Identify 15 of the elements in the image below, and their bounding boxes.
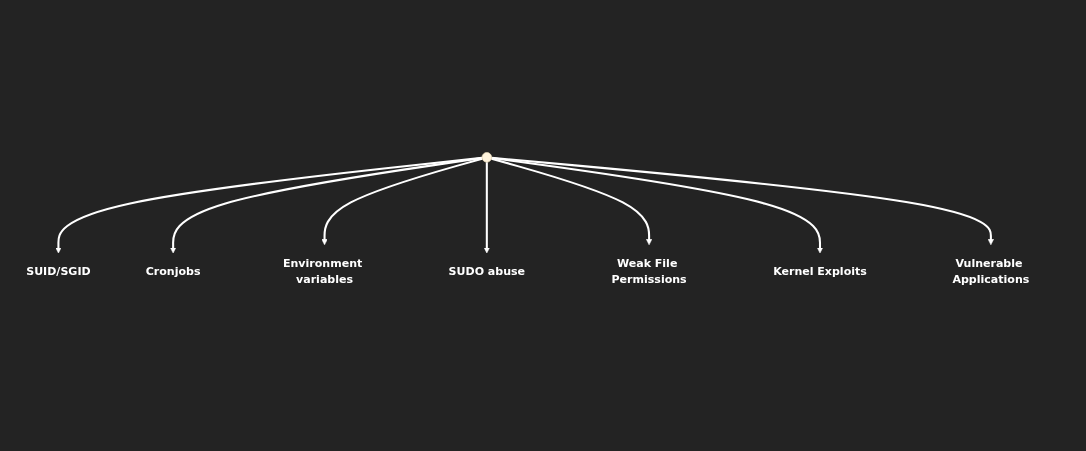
node-text: Weak File Permissions [611, 256, 687, 287]
arrow [170, 156, 483, 254]
node-text: SUID/SGID [26, 264, 91, 278]
node-text: Cronjobs [145, 264, 201, 278]
node-text: Environment variables [282, 256, 363, 287]
arrow [491, 156, 823, 254]
arrow [321, 157, 483, 246]
arrow [491, 157, 653, 246]
arrow [491, 156, 994, 246]
arrow [483, 162, 490, 254]
node-text: Vulnerable Applications [952, 256, 1030, 287]
arrow [55, 156, 483, 254]
node-text: Kernel Exploits [773, 264, 867, 278]
node-text: SUDO abuse [448, 264, 526, 278]
node-circle [481, 152, 492, 163]
